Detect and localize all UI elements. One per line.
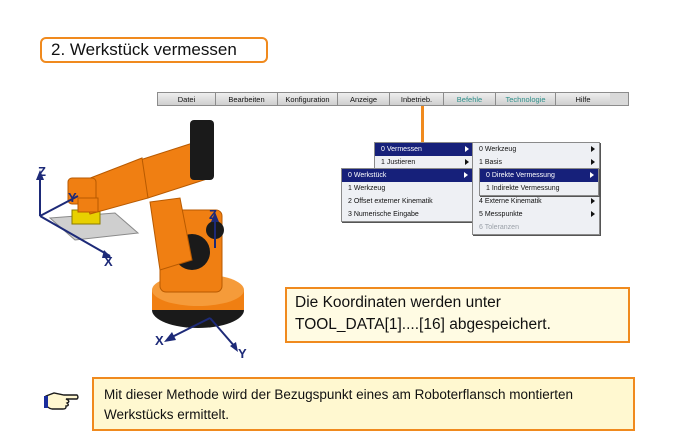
menu-level4: 0 Direkte Vermessung 1 Indirekte Vermess… (479, 168, 599, 196)
menu-connector-line (421, 106, 424, 142)
menu-item-vermessen[interactable]: 0 Vermessen (375, 143, 473, 156)
submenu-arrow-icon (464, 172, 468, 178)
menu-item-l3-werkzeug[interactable]: 0 Werkzeug (473, 143, 599, 156)
submenu-arrow-icon (591, 211, 595, 217)
menu-item-messpunkte[interactable]: 5 Messpunkte (473, 208, 599, 221)
info-box: Die Koordinaten werden unter TOOL_DATA[1… (285, 287, 630, 343)
robot-illustration (48, 120, 244, 328)
menu-item-label: 0 Direkte Vermessung (486, 172, 555, 179)
menu-item-label: 1 Justieren (381, 159, 416, 166)
info-line2: TOOL_DATA[1]....[16] abgespeichert. (295, 316, 551, 333)
pointing-hand-icon (44, 392, 79, 410)
submenu-arrow-icon (465, 159, 469, 165)
submenu-arrow-icon (590, 172, 594, 178)
menu-item-label: 1 Basis (479, 159, 502, 166)
submenu-arrow-icon (591, 159, 595, 165)
menu-befehle[interactable]: Befehle (444, 93, 496, 105)
menu-item-label: 0 Vermessen (381, 146, 422, 153)
submenu-arrow-icon (465, 146, 469, 152)
menu-item-numerisch[interactable]: 3 Numerische Eingabe (342, 208, 472, 221)
menu-item-toleranzen[interactable]: 6 Toleranzen (473, 221, 599, 234)
menu-item-label: 1 Indirekte Vermessung (486, 185, 560, 192)
menu-item-label: 2 Offset externer Kinematik (348, 198, 433, 205)
note-box: Mit dieser Methode wird der Bezugspunkt … (92, 377, 635, 431)
submenu-arrow-icon (591, 198, 595, 204)
menu-item-indirekte[interactable]: 1 Indirekte Vermessung (480, 182, 598, 195)
menu-item-basis[interactable]: 1 Basis (473, 156, 599, 169)
menu-item-label: 4 Externe Kinematik (479, 198, 542, 205)
menu-item-direkte[interactable]: 0 Direkte Vermessung (480, 169, 598, 182)
menu-item-werkstueck[interactable]: 0 Werkstück (342, 169, 472, 182)
info-line1: Die Koordinaten werden unter (295, 294, 501, 311)
menu-item-justieren[interactable]: 1 Justieren (375, 156, 473, 169)
menu-bar: Datei Bearbeiten Konfiguration Anzeige I… (157, 92, 629, 106)
menu-item-ext-kinematik[interactable]: 4 Externe Kinematik (473, 195, 599, 208)
menu-anzeige[interactable]: Anzeige (338, 93, 390, 105)
menu-datei[interactable]: Datei (158, 93, 216, 105)
menu-item-label: 0 Werkstück (348, 172, 387, 179)
menu-item-label: 1 Werkzeug (348, 185, 386, 192)
slide-title-text: 2. Werkstück vermessen (51, 40, 237, 59)
menu-inbetrieb[interactable]: Inbetrieb. (390, 93, 444, 105)
menu-item-label: 5 Messpunkte (479, 211, 523, 218)
menu-item-label: 3 Numerische Eingabe (348, 211, 419, 218)
menu-item-offset[interactable]: 2 Offset externer Kinematik (342, 195, 472, 208)
menu-item-label: 6 Toleranzen (479, 224, 519, 231)
menu-item-werkzeug[interactable]: 1 Werkzeug (342, 182, 472, 195)
submenu-arrow-icon (591, 146, 595, 152)
menu-level2: 0 Werkstück 1 Werkzeug 2 Offset externer… (341, 168, 473, 222)
menu-bearbeiten[interactable]: Bearbeiten (216, 93, 278, 105)
menu-konfiguration[interactable]: Konfiguration (278, 93, 338, 105)
menu-technologie[interactable]: Technologie (496, 93, 556, 105)
note-text: Mit dieser Methode wird der Bezugspunkt … (104, 387, 573, 422)
menu-level1: 0 Vermessen 1 Justieren (374, 142, 474, 170)
menu-hilfe[interactable]: Hilfe (556, 93, 610, 105)
slide-title: 2. Werkstück vermessen (40, 37, 268, 63)
menu-item-label: 0 Werkzeug (479, 146, 517, 153)
